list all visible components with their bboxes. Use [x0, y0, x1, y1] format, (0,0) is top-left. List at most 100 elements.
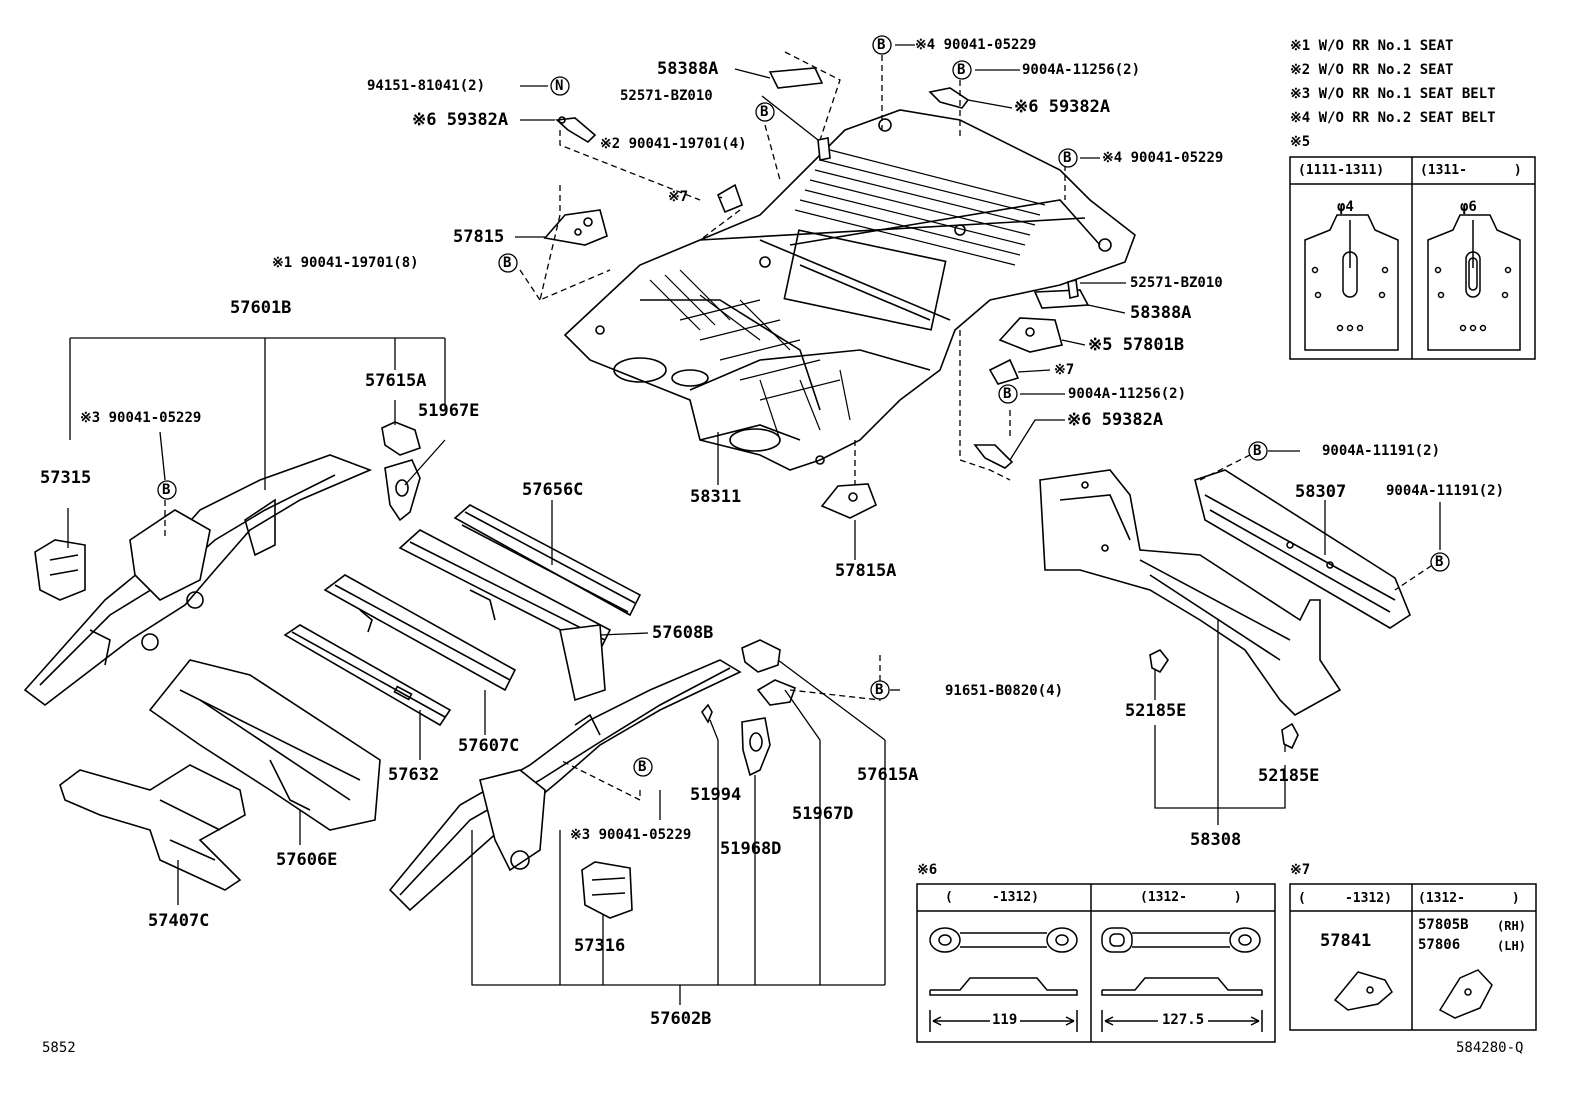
label-57801B: ※5 57801B	[1088, 335, 1185, 355]
label-91651: 91651-B0820(4)	[945, 683, 1064, 699]
label-52185E-right: 52185E	[1258, 766, 1320, 786]
label-90041-05229-left: ※3 90041-05229	[80, 410, 202, 426]
box-5-frame	[1289, 156, 1536, 360]
label-51967E: 51967E	[418, 401, 480, 421]
clip-52185E-right	[1281, 722, 1299, 750]
box-6-title: ※6	[917, 862, 938, 878]
box-7-part2a: 57805B	[1418, 917, 1469, 933]
label-90041-05229-right: ※4 90041-05229	[1102, 150, 1224, 166]
label-57656C: 57656C	[522, 480, 584, 500]
fastener-B-letter: B	[957, 62, 966, 78]
label-57815: 57815	[453, 227, 505, 247]
box-6-frame	[916, 883, 1276, 1043]
bracket-57815	[543, 209, 608, 246]
label-59382A-right: ※6 59382A	[1067, 410, 1164, 430]
bracket-57615A-bot	[741, 639, 781, 673]
label-57608B: 57608B	[652, 623, 714, 643]
bolt-icon	[870, 680, 890, 700]
label-90041-05229-top: ※4 90041-05229	[915, 37, 1037, 53]
box-6-dim1: 119	[992, 1012, 1018, 1028]
fastener-B-letter: B	[1003, 386, 1012, 402]
label-57632: 57632	[388, 765, 440, 785]
box-7-part2a-side: (RH)	[1497, 919, 1526, 933]
fastener-B-letter: B	[760, 104, 769, 120]
label-57615A-top: 57615A	[365, 371, 427, 391]
bracket-51967D	[756, 679, 797, 706]
box-6-col2: (1312- )	[1140, 890, 1242, 905]
label-9004A-11256-right: 9004A-11256(2)	[1068, 386, 1187, 402]
bracket-59382A-top	[928, 87, 970, 109]
box-7-frame	[1289, 883, 1537, 1031]
fastener-B-letter: B	[1063, 150, 1072, 166]
clip-52185E-left	[1149, 648, 1169, 674]
note-4: ※4 W/O RR No.2 SEAT BELT	[1290, 110, 1496, 126]
label-57407C: 57407C	[148, 911, 210, 931]
label-58311: 58311	[690, 487, 742, 507]
label-52185E-left: 52185E	[1125, 701, 1187, 721]
label-7-top: ※7	[668, 189, 689, 205]
label-57601B: 57601B	[230, 298, 292, 318]
side-member-57601B	[23, 454, 373, 707]
bracket-57315	[34, 539, 86, 601]
box-5-phi1: φ4	[1337, 199, 1354, 215]
label-57606E: 57606E	[276, 850, 338, 870]
rear-panel-58307	[1194, 469, 1411, 629]
box-5-col2: (1311- )	[1420, 163, 1522, 178]
box-7-title: ※7	[1290, 862, 1311, 878]
label-58388A-right: 58388A	[1130, 303, 1192, 323]
box-6-col1: ( -1312)	[945, 890, 1039, 905]
bolt-icon	[1058, 148, 1078, 168]
label-9004A-11191-b: 9004A-11191(2)	[1386, 483, 1505, 499]
label-51968D: 51968D	[720, 839, 782, 859]
fastener-B-letter: B	[1435, 554, 1444, 570]
label-94151: 94151-81041(2)	[367, 78, 486, 94]
footer-left: 5852	[42, 1040, 76, 1056]
label-57607C: 57607C	[458, 736, 520, 756]
fastener-B-letter: B	[162, 482, 171, 498]
box-5-title: ※5	[1290, 134, 1311, 150]
label-90041-05229-bot: ※3 90041-05229	[570, 827, 692, 843]
label-58308: 58308	[1190, 830, 1242, 850]
bracket-57801B	[998, 317, 1063, 353]
box-5-col1: (1111-1311)	[1298, 163, 1385, 178]
label-58388A-top: 58388A	[657, 59, 719, 79]
box-7-part1: 57841	[1320, 931, 1372, 951]
bracket-57316	[581, 861, 633, 919]
label-52571-right: 52571-BZ010	[1130, 275, 1223, 291]
fastener-B-letter: B	[1253, 443, 1262, 459]
bracket-58388A-right	[1033, 289, 1090, 309]
bracket-59382A-right	[973, 444, 1014, 469]
bolt-icon	[872, 35, 892, 55]
label-58307: 58307	[1295, 482, 1347, 502]
nut-icon	[550, 76, 570, 96]
label-90041-19701-8: ※1 90041-19701(8)	[272, 255, 419, 271]
bolt-icon	[1248, 441, 1268, 461]
bracket-59382A-left	[555, 116, 597, 144]
label-51967D: 51967D	[792, 804, 854, 824]
note-2: ※2 W/O RR No.2 SEAT	[1290, 62, 1454, 78]
footer-right: 584280-Q	[1456, 1040, 1524, 1056]
box-7-part2b-side: (LH)	[1497, 939, 1526, 953]
fastener-B-letter: B	[875, 682, 884, 698]
cross-member-57608B	[398, 529, 612, 702]
bolt-icon	[1430, 552, 1450, 572]
bolt-icon	[157, 480, 177, 500]
fastener-N-letter: N	[555, 78, 564, 94]
cross-member-57407C	[59, 764, 246, 891]
label-57315: 57315	[40, 468, 92, 488]
label-51994: 51994	[690, 785, 742, 805]
fastener-B-letter: B	[638, 759, 647, 775]
bolt-icon	[952, 60, 972, 80]
bolt-icon	[755, 102, 775, 122]
floor-member-57606E	[148, 659, 381, 831]
bracket-51968D	[741, 717, 771, 777]
label-7-right: ※7	[1054, 362, 1075, 378]
label-57602B: 57602B	[650, 1009, 712, 1029]
box-7-col1: ( -1312)	[1298, 891, 1392, 906]
label-9004A-11191-a: 9004A-11191(2)	[1322, 443, 1441, 459]
bracket-7-right	[988, 358, 1020, 385]
cross-member-57607C	[323, 574, 517, 692]
bracket-57615A-top	[381, 421, 421, 456]
bracket-58388A-top	[768, 67, 824, 89]
cross-member-57632	[283, 624, 452, 727]
